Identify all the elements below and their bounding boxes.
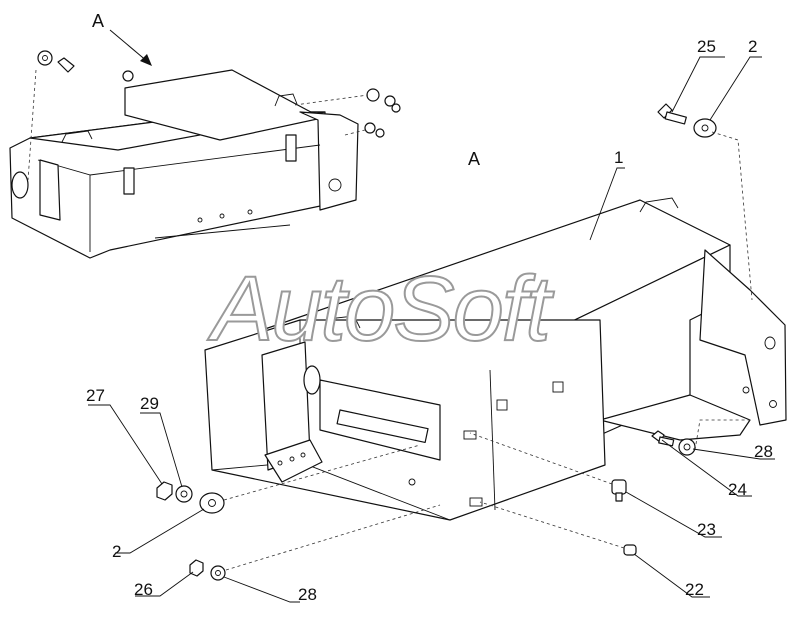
view-arrow-a (109, 29, 152, 66)
callout-25: 25 (697, 37, 716, 56)
washer-28-right (678, 438, 696, 456)
bolt-23 (611, 479, 627, 495)
main-handle-left (329, 315, 361, 331)
leader-22 (633, 553, 710, 598)
leader-1 (589, 167, 625, 241)
main-handle-right (639, 197, 679, 213)
nut-26 (189, 559, 204, 577)
callout-28-bottom: 28 (298, 585, 317, 604)
leader-24 (661, 439, 752, 497)
bolt-24-shank (658, 436, 675, 447)
callout-1: 1 (614, 148, 623, 167)
leader-25 (671, 56, 725, 113)
view-arrow-label: A (92, 11, 104, 31)
bolt-25-shank (664, 111, 687, 125)
bolt-22 (623, 544, 637, 556)
main-floor-plate (264, 439, 323, 483)
view-a-right-bracket (299, 111, 359, 211)
leader-28-bottom (223, 576, 300, 603)
leader-28-right (692, 448, 775, 460)
washer-2-left (199, 492, 225, 514)
view-a-washer-r2 (364, 122, 376, 134)
washer-2-top (693, 118, 717, 138)
callout-26: 26 (134, 580, 153, 599)
view-a-washer-r1 (366, 88, 380, 102)
main-lower-frame (599, 394, 751, 441)
view-a-end-hole (11, 171, 29, 199)
washer-28-bottom (210, 565, 226, 581)
view-a-latch-2 (285, 134, 297, 162)
leader-27 (88, 404, 163, 485)
detail-view-label: A (468, 149, 480, 169)
view-a-nut-r3 (375, 128, 385, 138)
view-a-nut-r2 (391, 103, 401, 113)
view-a-gusset (39, 159, 61, 221)
leader-2-top (709, 56, 762, 121)
view-a-washer-left (37, 50, 53, 66)
bolt-23-shank (615, 492, 623, 502)
callout-27: 27 (86, 386, 105, 405)
view-a-handle-left (61, 130, 93, 143)
main-box-assembly (204, 197, 787, 521)
callout-28-right: 28 (754, 442, 773, 461)
callout-29: 29 (140, 394, 159, 413)
bolt-25 (657, 103, 673, 119)
callout-2-top: 2 (748, 37, 757, 56)
main-side-hole (303, 365, 321, 395)
watermark: AutoSoft (207, 258, 554, 360)
view-a-bolt-top (122, 70, 134, 82)
view-a-handle-right (274, 93, 298, 107)
callout-22: 22 (685, 580, 704, 599)
view-a-latch-1 (123, 167, 135, 195)
leader-23 (625, 491, 722, 538)
main-right-bracket (699, 249, 787, 426)
main-rail (336, 409, 429, 444)
callout-23: 23 (697, 520, 716, 539)
washer-29 (175, 485, 193, 503)
leader-26 (135, 571, 194, 597)
view-a-bolt-left (57, 57, 75, 73)
leader-29 (140, 412, 183, 488)
nut-27 (156, 481, 173, 501)
view-a-box-assembly (9, 50, 401, 259)
callout-24: 24 (728, 480, 747, 499)
callout-2-left: 2 (112, 542, 121, 561)
view-a-nut-r1 (384, 95, 396, 107)
leader-2-left (115, 508, 205, 554)
